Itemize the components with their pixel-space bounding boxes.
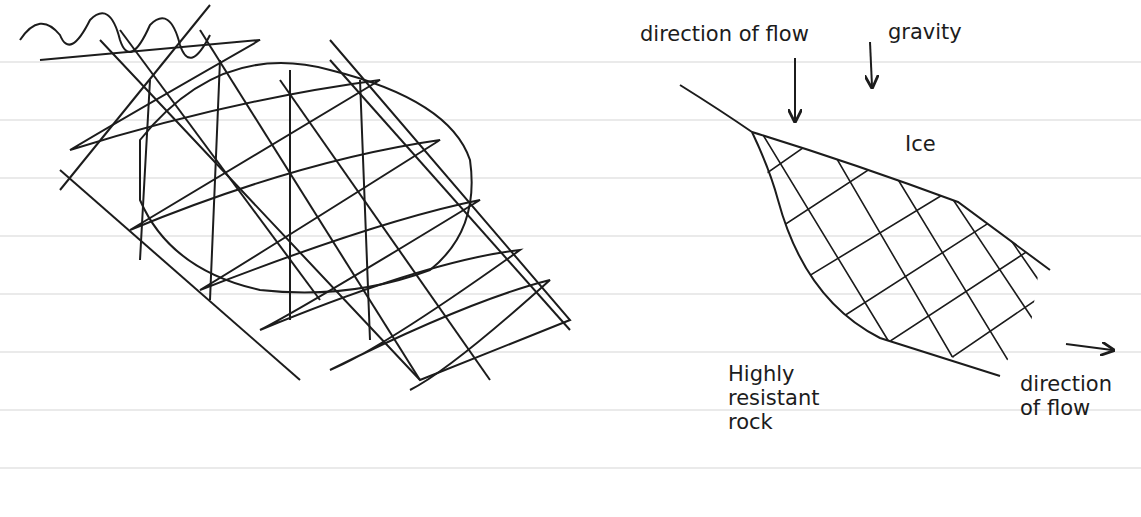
flow-arrow (794, 58, 796, 120)
material-label: Highly resistant rock (728, 362, 858, 434)
crossed-out-sketch (20, 5, 570, 390)
material-label: Ice (905, 132, 985, 156)
flow-label: direction of flow (640, 22, 840, 46)
flow-arrow (1066, 344, 1112, 350)
flow-label: direction of flow (1020, 372, 1132, 420)
rock-surface (680, 85, 1000, 376)
ruled-lines (0, 62, 1141, 468)
force-label: gravity (888, 20, 1028, 44)
gravity-arrow (870, 42, 872, 86)
